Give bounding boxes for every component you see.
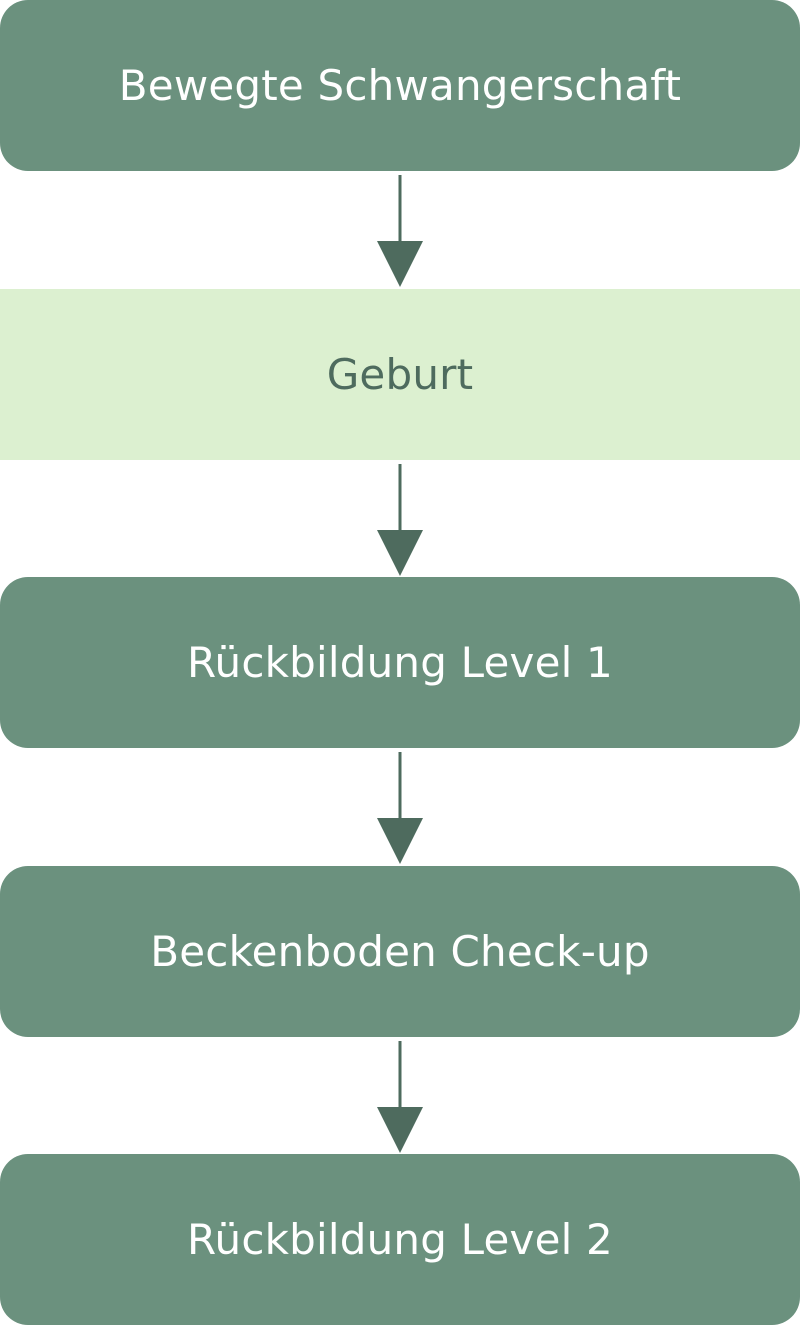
flow-step-label: Bewegte Schwangerschaft (118, 61, 682, 110)
flow-step-beckenboden-check-up: Beckenboden Check-up (0, 866, 800, 1037)
arrow-down-icon (376, 1037, 424, 1155)
flow-step-label: Beckenboden Check-up (150, 927, 650, 976)
arrow-down-icon (376, 460, 424, 578)
flow-step-label: Rückbildung Level 1 (187, 638, 613, 687)
arrow-down-icon (376, 171, 424, 289)
flow-step-rueckbildung-level-1: Rückbildung Level 1 (0, 577, 800, 748)
flow-step-label: Rückbildung Level 2 (187, 1215, 613, 1264)
flow-step-geburt: Geburt (0, 289, 800, 460)
arrow-down-icon (376, 748, 424, 866)
flow-step-bewegte-schwangerschaft: Bewegte Schwangerschaft (0, 0, 800, 171)
flow-step-label: Geburt (326, 350, 474, 399)
flow-step-rueckbildung-level-2: Rückbildung Level 2 (0, 1154, 800, 1325)
